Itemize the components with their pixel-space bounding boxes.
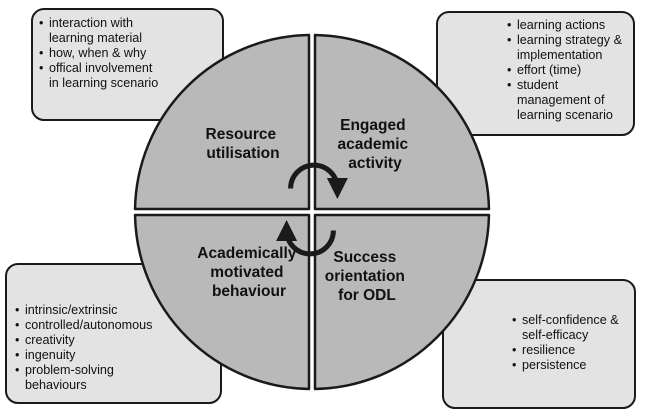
- bullet-text: learning material: [49, 31, 143, 45]
- bullet-text: in learning scenario: [49, 76, 159, 90]
- label-resource-utilisation: Resource utilisation: [206, 126, 281, 162]
- card-list: self-confidence &self-efficacyresilience…: [512, 313, 628, 373]
- quadrant-bottom-left: [133, 213, 311, 391]
- bullet-text: management of: [517, 93, 605, 107]
- bullet-item: creativity: [15, 333, 214, 348]
- bullet-text: learning scenario: [517, 108, 613, 122]
- bullet-text: effort (time): [517, 63, 582, 77]
- bullet-item: learning strategy &implementation: [507, 33, 627, 63]
- card-list: intrinsic/extrinsiccontrolled/autonomous…: [15, 303, 214, 393]
- bullet-text: ingenuity: [25, 348, 76, 362]
- bullet-item: how, when & why: [39, 46, 216, 61]
- bullet-text: persistence: [522, 358, 587, 372]
- bullet-text: offical involvement: [49, 61, 153, 75]
- bullet-item: effort (time): [507, 63, 627, 78]
- bullet-text: problem-solving: [25, 363, 114, 377]
- quadrant-top-left: [133, 33, 311, 211]
- card-success-orientation: self-confidence &self-efficacyresilience…: [442, 279, 636, 409]
- quadrant-bottom-right: [313, 213, 491, 391]
- bullet-item: controlled/autonomous: [15, 318, 214, 333]
- label-success-orientation: Success orientation for ODL: [325, 249, 409, 304]
- bullet-text: student: [517, 78, 559, 92]
- bullet-text: controlled/autonomous: [25, 318, 153, 332]
- cycle-arrows-icon: [276, 162, 348, 257]
- card-engaged-academic-activity: learning actionslearning strategy &imple…: [436, 11, 635, 136]
- bullet-text: self-efficacy: [522, 328, 589, 342]
- bullet-item: learning actions: [507, 18, 627, 33]
- bullet-text: resilience: [522, 343, 576, 357]
- bullet-item: self-confidence &self-efficacy: [512, 313, 628, 343]
- bullet-item: persistence: [512, 358, 628, 373]
- bullet-text: learning actions: [517, 18, 606, 32]
- bullet-text: intrinsic/extrinsic: [25, 303, 118, 317]
- label-academically-motivated-behaviour: Academically motivated behaviour: [197, 245, 300, 300]
- card-list: learning actionslearning strategy &imple…: [507, 18, 627, 123]
- quadrant-top-right: [313, 33, 491, 211]
- bullet-text: interaction with: [49, 16, 133, 30]
- bullet-text: self-confidence &: [522, 313, 619, 327]
- bullet-text: behaviours: [25, 378, 87, 392]
- bullet-item: resilience: [512, 343, 628, 358]
- bullet-text: creativity: [25, 333, 75, 347]
- bullet-item: intrinsic/extrinsic: [15, 303, 214, 318]
- bullet-text: learning strategy &: [517, 33, 623, 47]
- bullet-text: implementation: [517, 48, 603, 62]
- label-engaged-academic-activity: Engaged academic activity: [338, 117, 413, 172]
- bullet-item: ingenuity: [15, 348, 214, 363]
- bullet-text: how, when & why: [49, 46, 147, 60]
